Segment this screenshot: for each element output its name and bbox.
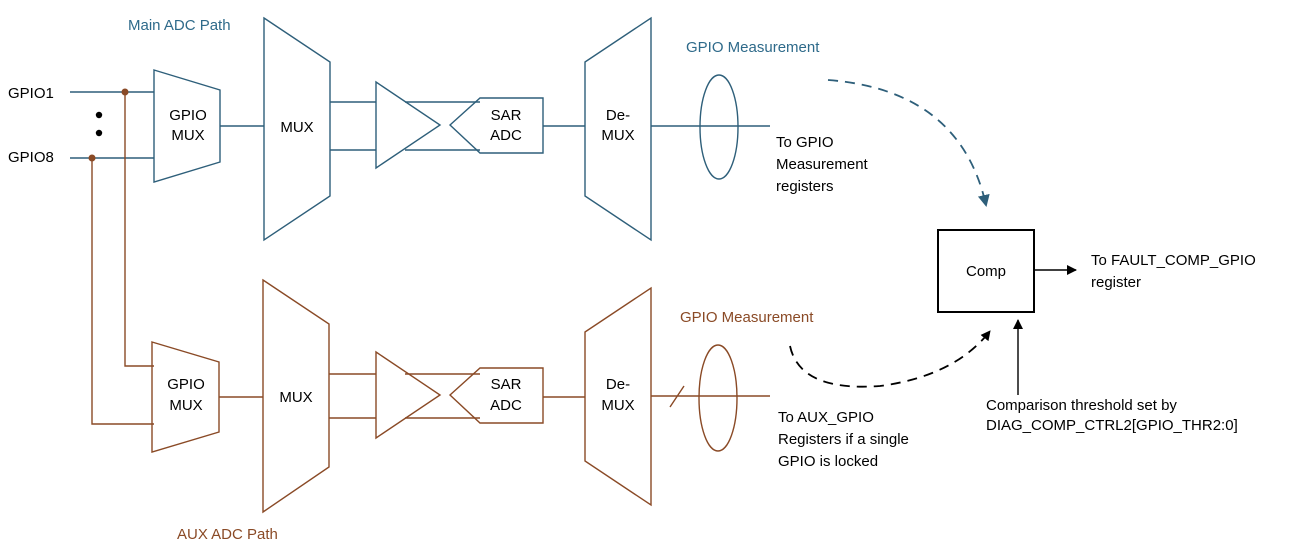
gpio-mux-aux (151, 341, 220, 453)
threshold-label-1: Comparison threshold set by (986, 397, 1177, 414)
to-aux-gpio-label-2: Registers if a single (778, 431, 909, 448)
to-gpio-meas-label-2: Measurement (776, 156, 869, 173)
mux-aux (262, 278, 330, 514)
ellipsis-dot-1 (95, 111, 103, 119)
comparator-label: Comp (966, 263, 1006, 280)
to-aux-gpio-label-1: To AUX_GPIO (778, 409, 874, 426)
gpio8-label: GPIO8 (8, 149, 54, 166)
bus-ellipse-aux (698, 344, 738, 452)
to-gpio-meas-label-1: To GPIO (776, 134, 834, 151)
sar-adc-main-label-2: ADC (490, 127, 522, 144)
dashed-arrow-aux-to-comp (789, 330, 991, 388)
mux-main-label: MUX (280, 119, 313, 136)
mux-main (263, 16, 331, 242)
demux-aux-label-1: De- (606, 376, 630, 393)
gpio1-label: GPIO1 (8, 85, 54, 102)
amplifier-aux (375, 350, 442, 440)
dashed-arrow-main-to-comp (827, 79, 990, 207)
to-fault-comp-label-1: To FAULT_COMP_GPIO (1091, 252, 1256, 269)
threshold-label-2: DIAG_COMP_CTRL2[GPIO_THR2:0] (986, 417, 1238, 434)
demux-main-label-1: De- (606, 107, 630, 124)
gpio-mux-aux-label-2: MUX (169, 397, 202, 414)
mux-aux-label: MUX (279, 389, 312, 406)
ellipsis-dot-2 (95, 129, 103, 137)
demux-main-label-2: MUX (601, 127, 634, 144)
gpio-mux-main (153, 69, 221, 183)
sar-adc-aux-label-2: ADC (490, 397, 522, 414)
gpio-mux-main-label-1: GPIO (169, 107, 207, 124)
demux-main (584, 16, 652, 242)
gpio-measurement-aux-label: GPIO Measurement (680, 309, 814, 326)
sar-adc-main-label-1: SAR (491, 107, 522, 124)
gpio1-wire-aux (124, 92, 154, 367)
gpio-mux-main-label-2: MUX (171, 127, 204, 144)
sar-adc-aux-label-1: SAR (491, 376, 522, 393)
to-fault-comp-label-2: register (1091, 274, 1141, 291)
demux-aux-label-2: MUX (601, 397, 634, 414)
amplifier-main (375, 80, 442, 170)
bus-slash-aux (669, 385, 685, 408)
gpio8-wire-aux (91, 158, 154, 425)
to-aux-gpio-label-3: GPIO is locked (778, 453, 878, 470)
to-gpio-meas-label-3: registers (776, 178, 834, 195)
sar-adc-aux (448, 367, 544, 424)
aux-adc-path-label: AUX ADC Path (177, 526, 278, 543)
bus-ellipse-main (699, 74, 739, 180)
gpio-measurement-main-label: GPIO Measurement (686, 39, 820, 56)
demux-aux (584, 286, 652, 507)
gpio-mux-aux-label-1: GPIO (167, 376, 205, 393)
main-adc-path-label: Main ADC Path (128, 17, 231, 34)
comparator-box (937, 229, 1035, 313)
